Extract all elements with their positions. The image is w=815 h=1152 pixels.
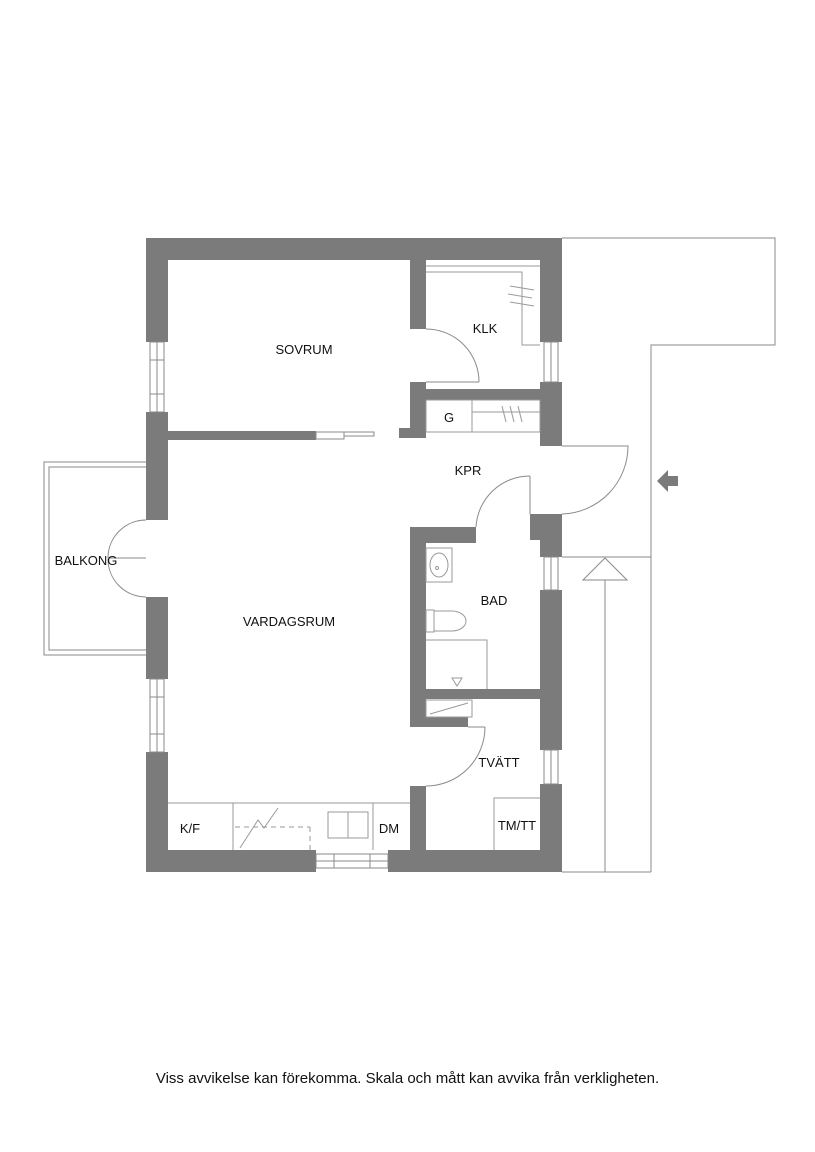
kitchen-counter [168,802,410,850]
label-kf: K/F [180,821,200,836]
label-tmtt: TM/TT [498,818,536,833]
windows [149,341,559,869]
door-balkong [107,519,147,559]
shower-icon [426,639,488,689]
stove-icon [327,811,369,839]
hanger-icon-g [501,405,523,423]
sink-icon [425,547,453,583]
label-tvatt: TVÄTT [478,755,519,770]
label-dm: DM [379,821,399,836]
label-klk: KLK [473,321,498,336]
label-sovrum: SOVRUM [275,342,332,357]
entrance-arrow-icon [657,470,678,492]
door-tvatt [425,726,486,787]
fixtures [168,265,541,850]
laundry-bench-icon [425,699,473,718]
doors [107,328,629,787]
exterior-lines [43,237,776,873]
label-bad: BAD [481,593,508,608]
tmtt-cabinet [493,797,540,850]
toilet-icon [425,609,467,633]
label-vardagsrum: VARDAGSRUM [243,614,335,629]
hanger-icon-klk [507,285,535,307]
door-entrance [561,445,629,515]
label-kpr: KPR [455,463,482,478]
disclaimer-text: Viss avvikelse kan förekomma. Skala och … [155,1070,660,1087]
label-g: G [444,410,454,425]
room-labels: SOVRUM KLK G KPR BALKONG VARDAGSRUM BAD … [55,321,537,836]
stair-arrow-icon [581,557,629,581]
door-sovrum [425,328,480,383]
door-bad [475,475,531,528]
walls [146,238,562,872]
label-balkong: BALKONG [55,553,118,568]
